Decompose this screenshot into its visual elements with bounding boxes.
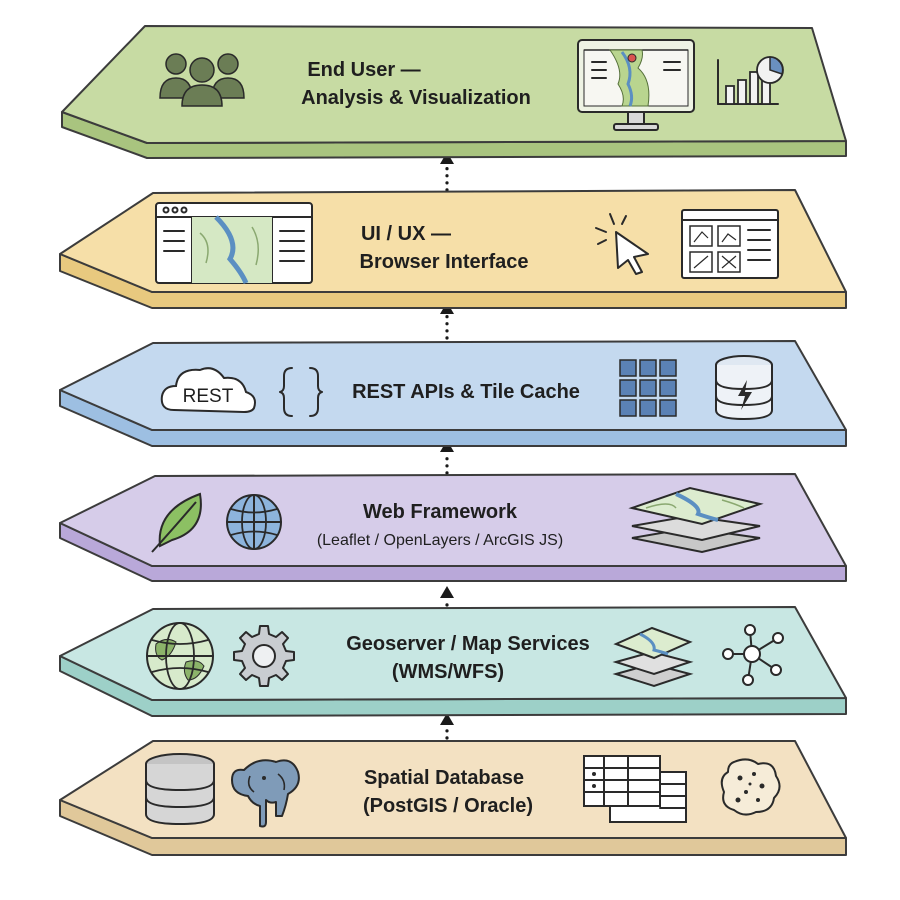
elephant-icon [231, 759, 300, 828]
leaf-icon [151, 492, 202, 553]
gear-icon [233, 625, 295, 687]
arrow-db-to-geoserver [440, 713, 454, 740]
table-sheets-icon [583, 755, 687, 823]
layer-spatial-db: Spatial Database (PostGIS / Oracle) [59, 740, 847, 856]
globe-icon [146, 622, 214, 690]
layer-geoserver-subtitle: (WMS/WFS) [392, 661, 504, 683]
users-icon [159, 53, 245, 107]
point-cloud-icon [720, 758, 781, 816]
layer-end-user: End User — Analysis & Visualization [61, 25, 847, 159]
dashboard-grid-icon [681, 209, 779, 279]
layer-end-user-title: End User — [307, 59, 420, 81]
globe-icon [226, 494, 282, 550]
tile-grid-icon [619, 359, 677, 417]
layer-web-framework-subtitle: (Leaflet / OpenLayers / ArcGIS JS) [317, 532, 563, 549]
cursor-click-icon [595, 213, 649, 275]
rest-cloud-icon: REST [160, 367, 256, 414]
bar-pie-chart-icon [717, 56, 784, 105]
layer-geoserver: Geoserver / Map Services (WMS/WFS) [59, 606, 847, 717]
layer-geoserver-title: Geoserver / Map Services [346, 633, 589, 655]
arrow-geoserver-to-framework [440, 586, 454, 607]
rest-cloud-label: REST [183, 386, 234, 407]
layer-ui-ux-subtitle: Browser Interface [360, 251, 529, 273]
layer-end-user-subtitle: Analysis & Visualization [301, 87, 531, 109]
browser-map-icon [155, 202, 313, 284]
curly-braces-icon [279, 367, 323, 417]
layer-spatial-db-subtitle: (PostGIS / Oracle) [363, 795, 533, 817]
layer-web-framework-title: Web Framework [363, 501, 518, 523]
layer-ui-ux-title: UI / UX — [361, 223, 451, 245]
map-layers-icon [628, 486, 764, 554]
database-cylinder-icon [145, 753, 215, 826]
layer-web-framework: Web Framework (Leaflet / OpenLayers / Ar… [59, 473, 847, 582]
layer-spatial-db-title: Spatial Database [364, 767, 524, 789]
layer-ui-ux: UI / UX — Browser Interface [59, 189, 847, 309]
monitor-map-icon [577, 39, 695, 131]
layer-rest-api: REST REST APIs & Tile Cache [59, 340, 847, 447]
cache-database-icon [715, 355, 773, 421]
network-nodes-icon [722, 624, 784, 686]
layer-rest-api-title: REST APIs & Tile Cache [352, 381, 580, 403]
map-layers-icon [612, 626, 694, 688]
